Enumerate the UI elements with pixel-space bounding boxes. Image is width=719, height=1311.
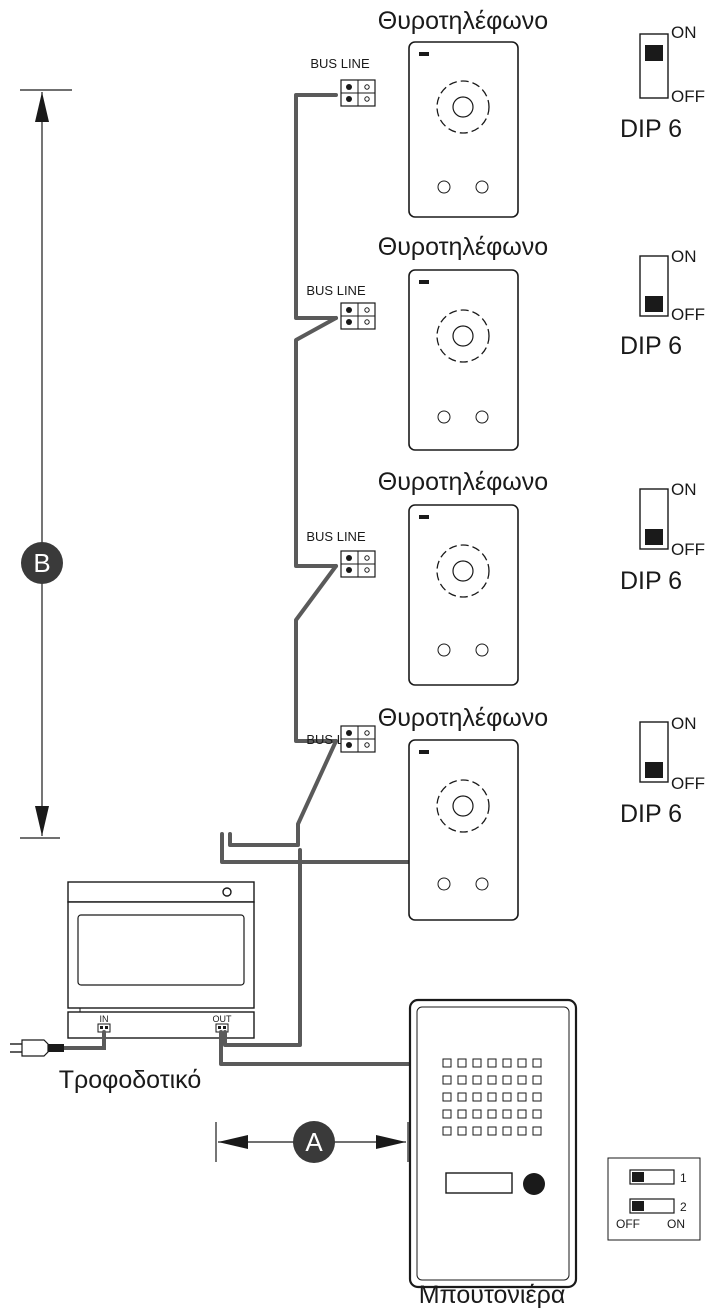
speaker-hole [517,1126,527,1136]
door-panel-label: Μπουτονιέρα [419,1281,566,1309]
speaker-hole [502,1092,512,1102]
door-panel-name-tag [445,1172,513,1194]
speaker-hole [457,1075,467,1085]
speaker-hole [532,1058,542,1068]
door-panel: Μπουτονιέρα [408,998,578,1309]
intercom-unit-4: Θυροτηλέφωνο BUS LINE ON OFF DIP 6 [306,704,705,921]
door-panel-call-button [523,1173,545,1195]
dimension-b: B [20,89,72,839]
door-panel-switch-2-number: 2 [680,1200,687,1214]
intercom-3-title: Θυροτηλέφωνο [378,468,548,496]
dimension-b-label: B [33,548,50,578]
speaker-hole [517,1092,527,1102]
intercom-1-dip-off-label: OFF [671,87,705,106]
power-supply-led-icon [222,887,232,897]
dimension-a-marker [293,1121,335,1163]
intercom-3-unlock-icon [475,643,489,657]
intercom-1-title: Θυροτηλέφωνο [378,7,548,35]
intercom-2-dip-on-label: ON [671,247,697,266]
intercom-1-dip-switch: ON OFF DIP 6 [620,23,705,143]
intercom-4-dip-name: DIP 6 [620,800,682,828]
speaker-hole [442,1109,452,1119]
intercom-3-terminal [340,550,376,578]
speaker-hole [502,1075,512,1085]
intercom-1-terminal [340,79,376,107]
speaker-hole [442,1092,452,1102]
intercom-3-dip-name: DIP 6 [620,567,682,595]
speaker-hole [517,1058,527,1068]
intercom-2-dip-name: DIP 6 [620,332,682,360]
speaker-hole [472,1126,482,1136]
intercom-4-terminal [340,725,376,753]
intercom-3-dip-off-label: OFF [671,540,705,559]
speaker-hole [532,1092,542,1102]
door-panel-dip-switch: 1 2 OFF ON [607,1157,701,1241]
bus-cable [220,93,413,864]
dimension-b-marker [21,542,63,584]
intercom-4-dip-off-label: OFF [671,774,705,793]
intercom-2-title: Θυροτηλέφωνο [378,233,548,261]
speaker-hole [487,1109,497,1119]
speaker-hole [502,1126,512,1136]
dimension-a-label: A [305,1127,323,1157]
speaker-hole [472,1092,482,1102]
speaker-hole [487,1126,497,1136]
door-panel-switch-1-number: 1 [680,1171,687,1185]
mains-plug-icon [10,1030,106,1057]
speaker-hole [457,1058,467,1068]
dimension-a: A [215,1121,409,1163]
power-supply: IN OUT Τροφοδοτικό [59,881,255,1094]
intercom-2-talk-icon [437,410,451,424]
speaker-hole [502,1109,512,1119]
speaker-hole [457,1126,467,1136]
intercom-4-talk-icon [437,877,451,891]
door-panel-dip-on-label: ON [667,1217,685,1231]
intercom-2-dip-off-label: OFF [671,305,705,324]
speaker-hole [472,1109,482,1119]
speaker-hole [532,1109,542,1119]
intercom-unit-1: Θυροτηλέφωνο BUS LINE ON OFF DIP 6 [310,7,705,218]
intercom-2-unlock-icon [475,410,489,424]
intercom-4-unlock-icon [475,877,489,891]
speaker-hole [487,1092,497,1102]
intercom-3-bus-label: BUS LINE [306,529,366,544]
speaker-hole [517,1075,527,1085]
intercom-4-title: Θυροτηλέφωνο [378,704,548,732]
speaker-hole [487,1058,497,1068]
speaker-hole [487,1075,497,1085]
intercom-unit-3: Θυροτηλέφωνο BUS LINE ON OFF DIP 6 [306,468,705,686]
speaker-hole [472,1058,482,1068]
speaker-hole [472,1075,482,1085]
door-panel-speaker-grid [442,1058,542,1136]
intercom-2-terminal [340,302,376,330]
intercom-1-dip-on-label: ON [671,23,697,42]
intercom-2-dip-switch: ON OFF DIP 6 [620,247,705,360]
intercom-4-dip-switch: ON OFF DIP 6 [620,714,705,828]
speaker-hole [457,1092,467,1102]
power-supply-out-label: OUT [213,1014,233,1024]
intercom-2-bus-label: BUS LINE [306,283,366,298]
intercom-3-talk-icon [437,643,451,657]
speaker-hole [532,1126,542,1136]
intercom-1-bus-label: BUS LINE [310,56,370,71]
speaker-hole [502,1058,512,1068]
intercom-1-dip-name: DIP 6 [620,115,682,143]
intercom-3-dip-on-label: ON [671,480,697,499]
intercom-unit-2: Θυροτηλέφωνο BUS LINE ON OFF DIP 6 [306,233,705,451]
intercom-3-dip-switch: ON OFF DIP 6 [620,480,705,595]
speaker-hole [457,1109,467,1119]
speaker-hole [442,1126,452,1136]
intercom-1-talk-icon [437,180,451,194]
intercom-4-dip-on-label: ON [671,714,697,733]
speaker-hole [442,1058,452,1068]
supply-output-cable [219,848,412,1066]
speaker-hole [517,1109,527,1119]
speaker-hole [442,1075,452,1085]
power-supply-label: Τροφοδοτικό [59,1066,202,1094]
intercom-1-unlock-icon [475,180,489,194]
door-panel-dip-off-label: OFF [616,1217,640,1231]
power-supply-in-label: IN [100,1014,109,1024]
speaker-hole [532,1075,542,1085]
